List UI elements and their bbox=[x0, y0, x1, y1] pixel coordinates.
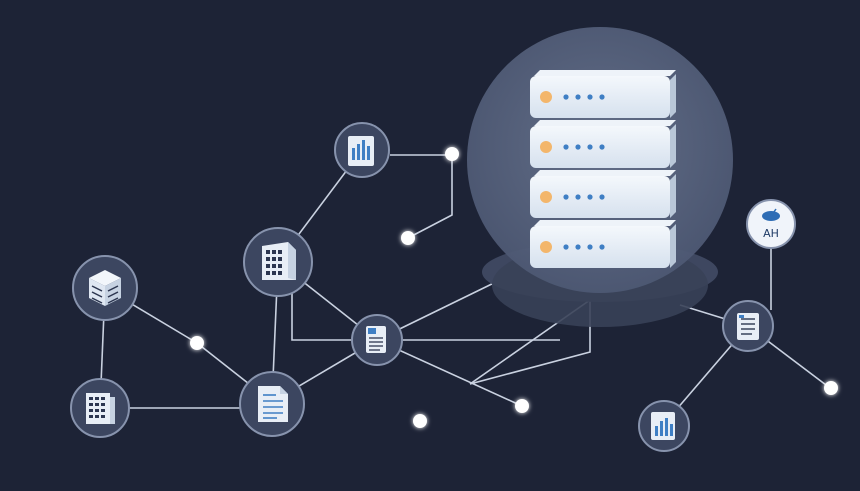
junction-dot bbox=[445, 147, 459, 161]
node-chart-bottom[interactable] bbox=[638, 400, 690, 452]
bar-chart-icon bbox=[348, 136, 374, 166]
status-indicator bbox=[540, 191, 552, 203]
database-icon bbox=[89, 270, 121, 306]
server-unit bbox=[530, 120, 676, 168]
node-analytics[interactable] bbox=[334, 122, 390, 178]
server-led bbox=[563, 94, 569, 100]
satellite-label: AH bbox=[763, 227, 779, 240]
network-nodes: AH bbox=[70, 122, 796, 452]
junction-dot bbox=[401, 231, 415, 245]
document-icon bbox=[366, 326, 386, 353]
server-led bbox=[587, 144, 593, 150]
building-icon bbox=[262, 242, 296, 280]
building-icon bbox=[86, 393, 115, 424]
server-led bbox=[599, 244, 605, 250]
node-database[interactable] bbox=[72, 255, 138, 321]
link-document-dot bbox=[376, 339, 523, 407]
junction-dots bbox=[190, 147, 838, 428]
server-led bbox=[599, 144, 605, 150]
document-icon bbox=[737, 313, 759, 340]
node-document-mid[interactable] bbox=[351, 314, 403, 366]
satellite-dish-icon: AH bbox=[762, 208, 780, 240]
server-led bbox=[563, 194, 569, 200]
server-led bbox=[599, 194, 605, 200]
server-led bbox=[563, 144, 569, 150]
junction-dot bbox=[515, 399, 529, 413]
server-led bbox=[575, 144, 581, 150]
server-led bbox=[575, 244, 581, 250]
server-led bbox=[575, 194, 581, 200]
status-indicator bbox=[540, 141, 552, 153]
server-led bbox=[563, 244, 569, 250]
junction-dot bbox=[413, 414, 427, 428]
link-junction-down bbox=[407, 155, 453, 239]
server-unit bbox=[530, 170, 676, 218]
junction-dot bbox=[190, 336, 204, 350]
server-rack-icon bbox=[530, 70, 676, 268]
bar-chart-icon bbox=[651, 412, 675, 440]
status-indicator bbox=[540, 91, 552, 103]
link-building-bracket bbox=[291, 285, 356, 341]
server-led bbox=[587, 94, 593, 100]
server-led bbox=[599, 94, 605, 100]
central-server-group bbox=[467, 27, 733, 327]
server-led bbox=[587, 244, 593, 250]
server-unit bbox=[530, 220, 676, 268]
node-building-b[interactable] bbox=[70, 378, 130, 438]
server-unit bbox=[530, 70, 676, 118]
node-document-right[interactable] bbox=[722, 300, 774, 352]
node-building-a[interactable] bbox=[243, 227, 313, 297]
node-document-bottom[interactable] bbox=[239, 371, 305, 437]
server-led bbox=[575, 94, 581, 100]
document-icon bbox=[258, 386, 288, 422]
junction-dot bbox=[824, 381, 838, 395]
status-indicator bbox=[540, 241, 552, 253]
node-satellite[interactable]: AH bbox=[746, 199, 796, 249]
server-led bbox=[587, 194, 593, 200]
